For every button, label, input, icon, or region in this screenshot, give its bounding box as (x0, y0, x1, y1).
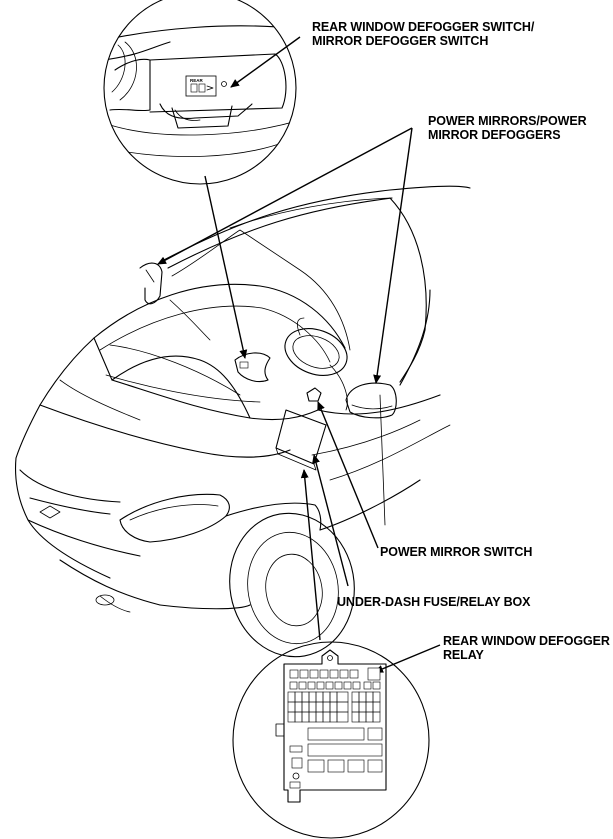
mirror-switch-leader (317, 401, 379, 549)
callout-line-1: REAR WINDOW DEFOGGER (443, 634, 610, 648)
mirror-leader-right (373, 127, 413, 384)
fuse-box-detail-circle (232, 641, 430, 839)
callout-line-2: MIRROR DEFOGGERS (428, 128, 561, 142)
callout-text: POWER MIRROR SWITCH (380, 545, 533, 559)
mirror-leader-left (157, 127, 413, 265)
fuse-box-leader (312, 454, 349, 587)
callout-line-2: RELAY (443, 648, 484, 662)
fuse-box-location-arrow (300, 469, 321, 641)
callout-line-2: MIRROR DEFOGGER SWITCH (312, 34, 489, 48)
rear-window-defogger-switch-callout: REAR WINDOW DEFOGGER SWITCH/ MIRROR DEFO… (312, 20, 534, 48)
switch-location-arrow (204, 175, 248, 359)
rear-switch-label: REAR (190, 78, 204, 83)
callout-text: UNDER-DASH FUSE/RELAY BOX (337, 595, 531, 609)
switch-detail-circle (103, 0, 297, 185)
switch-leader-line (230, 36, 301, 88)
callout-line-1: REAR WINDOW DEFOGGER SWITCH/ (312, 20, 535, 34)
callout-line-1: POWER MIRRORS/POWER (428, 114, 587, 128)
power-mirror-switch-callout: POWER MIRROR SWITCH (380, 545, 532, 559)
car-body (15, 185, 471, 658)
under-dash-fuse-relay-box-callout: UNDER-DASH FUSE/RELAY BOX (337, 595, 530, 609)
rear-window-defogger-relay-callout: REAR WINDOW DEFOGGER RELAY (443, 634, 610, 662)
power-mirrors-callout: POWER MIRRORS/POWER MIRROR DEFOGGERS (428, 114, 587, 142)
